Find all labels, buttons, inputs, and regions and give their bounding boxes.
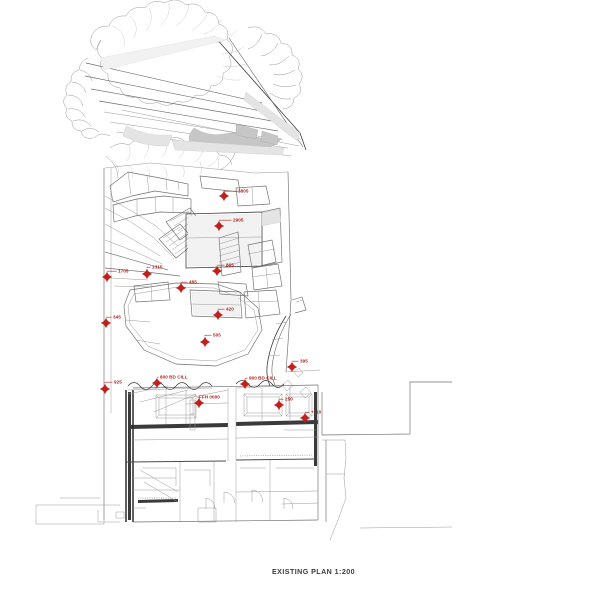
four-point-star-icon [151,377,163,389]
level-label-lvl-345: 345 [113,314,121,319]
title-block-label: EXISTING PLAN 1:200 [272,568,356,576]
four-point-star-icon [286,361,298,373]
garden-patio-group [123,281,281,367]
right-boundary-group [284,369,453,541]
level-label-lvl-1705: 1705 [118,268,129,273]
four-point-star-icon [193,397,205,409]
four-point-star-icon [175,282,187,294]
lower-building-group [125,384,319,523]
level-annotations-group: 3805 2905 1705 1315 485 865 420 345 505 395 925 800… [99,188,322,424]
level-label-lvl-250: 250 [285,396,293,401]
level-leader-line [204,334,212,337]
four-point-star-icon [101,271,113,283]
level-label-lvl-505: 505 [213,332,221,337]
four-point-star-icon [212,309,224,321]
level-leader-line [146,266,151,269]
site-boundary-group [36,162,292,525]
level-label-lvl-3805: 3805 [238,188,249,193]
curved-boundary-group [266,296,312,399]
level-label-cill-900: 900 BD CILL [249,375,277,380]
four-point-star-icon [141,268,153,280]
level-label-lvl-420: 420 [226,306,234,311]
level-leader-line [104,381,113,384]
level-label-lvl-110: +110 [311,409,322,414]
level-label-ffh-0000: FFH 0000 [199,394,220,399]
four-point-star-icon [213,220,225,232]
level-label-cill-800: 800 BD CILL [160,374,188,379]
level-label-lvl-395: 395 [300,358,308,363]
four-point-star-icon [211,265,223,277]
level-label-lvl-485: 485 [189,279,197,284]
four-point-star-icon [99,383,111,395]
four-point-star-icon [100,317,112,329]
upper-building-group [104,171,283,291]
lower-left-plot-group [35,497,125,524]
four-point-star-icon [239,378,251,390]
level-leader-line [223,190,237,192]
vegetation-canopy-group [63,0,303,180]
level-label-lvl-1315: 1315 [152,264,163,269]
level-label-lvl-2905: 2905 [233,217,244,222]
level-label-lvl-865: 865 [226,262,234,267]
four-point-star-icon [273,399,285,411]
four-point-star-icon [218,190,230,202]
shaded-surfaces-group [99,35,301,156]
four-point-star-icon [299,412,311,424]
sill-profile-group [127,380,285,391]
four-point-star-icon [199,336,211,348]
level-label-lvl-925: 925 [114,379,122,384]
